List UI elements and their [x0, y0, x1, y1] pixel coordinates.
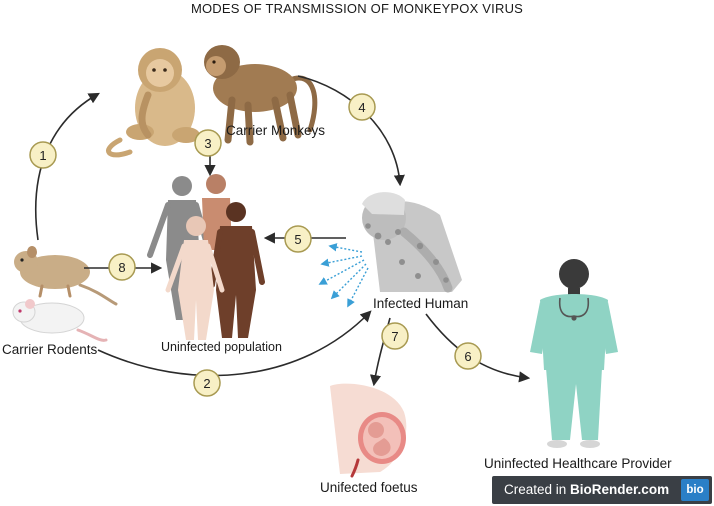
badge-prefix: Created in — [504, 482, 571, 497]
step-3-number: 3 — [204, 136, 211, 151]
step-6-number: 6 — [464, 349, 471, 364]
step-6-marker: 6 — [454, 342, 482, 370]
step-4-marker: 4 — [348, 93, 376, 121]
rodent-brown-illustration — [14, 246, 118, 306]
step-5-number: 5 — [294, 232, 301, 247]
infected-human-illustration — [362, 192, 462, 293]
monkey-walking-illustration — [204, 45, 318, 146]
foetus-in-womb-illustration — [330, 383, 407, 478]
uninfected-population-label: Uninfected population — [161, 340, 282, 354]
infected-human-label: Infected Human — [373, 296, 468, 311]
respiratory-droplets-icon — [318, 243, 369, 308]
step-3-marker: 3 — [194, 129, 222, 157]
step-markers: 1 2 3 4 5 6 7 8 — [29, 93, 482, 397]
biorender-badge-text: Created in BioRender.com — [504, 482, 669, 497]
biorender-badge[interactable]: Created in BioRender.com bio — [492, 476, 712, 504]
rodent-white-illustration — [12, 299, 108, 342]
badge-brand: BioRender.com — [570, 482, 670, 497]
arrow-2-rodents-to-human — [97, 310, 372, 377]
step-1-number: 1 — [39, 148, 46, 163]
step-7-number: 7 — [391, 329, 398, 344]
step-2-marker: 2 — [193, 369, 221, 397]
carrier-rodents-label: Carrier Rodents — [2, 342, 98, 357]
carrier-monkeys-label: Carrier Monkeys — [226, 123, 325, 138]
step-8-marker: 8 — [108, 253, 136, 281]
step-2-number: 2 — [203, 376, 210, 391]
uninfected-population-illustration — [147, 174, 265, 340]
uninfected-healthcare-provider-label: Uninfected Healthcare Provider — [484, 456, 672, 471]
step-7-marker: 7 — [381, 322, 409, 350]
step-1-marker: 1 — [29, 141, 57, 169]
healthcare-provider-illustration — [530, 259, 618, 448]
unifected-foetus-label: Unifected foetus — [320, 480, 418, 495]
diagram-title: MODES OF TRANSMISSION OF MONKEYPOX VIRUS — [191, 1, 523, 16]
biorender-logo-icon: bio — [681, 479, 709, 501]
step-4-number: 4 — [358, 100, 365, 115]
monkey-sitting-illustration — [106, 48, 200, 158]
step-5-marker: 5 — [284, 225, 312, 253]
step-8-number: 8 — [118, 260, 125, 275]
